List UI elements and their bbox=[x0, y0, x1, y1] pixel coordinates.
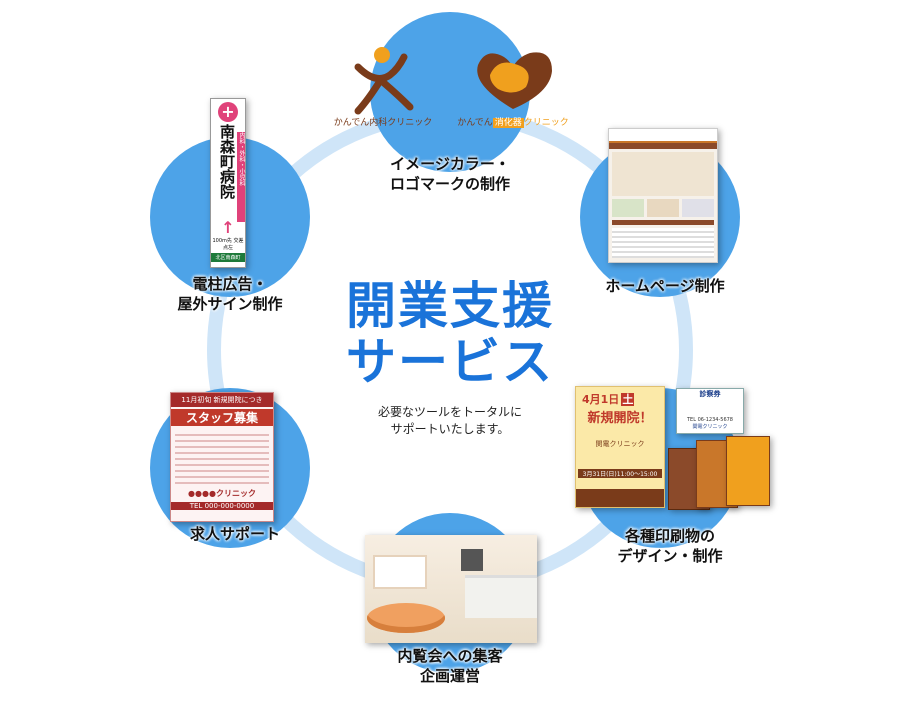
recruit-clinic: ●●●●クリニック bbox=[188, 489, 256, 498]
label-event-line2: 企画運営 bbox=[419, 667, 480, 685]
flyer-date: 4月1日 bbox=[582, 393, 620, 406]
heart-leaf-icon bbox=[477, 52, 552, 109]
card-clinic: 関電クリニック bbox=[692, 424, 728, 430]
card-title: 診察券 bbox=[699, 390, 721, 398]
label-logo-line1: イメージカラー・ bbox=[390, 155, 510, 173]
flyer-headline: 新規開院！ bbox=[587, 411, 653, 426]
waiting-room-photo bbox=[365, 535, 537, 643]
label-recruit: 求人サポート bbox=[150, 524, 320, 544]
label-sign: 電柱広告・ 屋外サイン制作 bbox=[140, 274, 320, 314]
label-logo: イメージカラー・ ロゴマークの制作 bbox=[360, 154, 540, 194]
center-subtitle: 必要なツールをトータルに サポートいたします。 bbox=[330, 404, 570, 438]
patient-card: 診察券 TEL 06-1234-5678 関電クリニック bbox=[676, 388, 744, 434]
label-print-line2: デザイン・制作 bbox=[617, 547, 723, 565]
center-title-line1: 開業支援 bbox=[346, 277, 554, 335]
recruit-header: 11月初旬 新規開院につき bbox=[171, 393, 273, 407]
flyer-clinic: 関電クリニック bbox=[595, 440, 645, 448]
label-recruit-line1: 求人サポート bbox=[189, 525, 280, 543]
sign-side: 内科・外科・小児科 bbox=[238, 132, 245, 186]
logo2-text-a: かんでん bbox=[457, 118, 493, 128]
logo1-text: かんでん内科クリニック bbox=[333, 118, 433, 128]
sign-side-band: 内科・外科・小児科 bbox=[237, 132, 245, 222]
label-web-line1: ホームページ制作 bbox=[605, 277, 725, 295]
label-web: ホームページ制作 bbox=[580, 276, 750, 296]
sign-name: 南森町病院 bbox=[218, 124, 236, 199]
center-title: 開業支援 サービス bbox=[320, 278, 580, 390]
logo-kanden-naika: かんでん内科クリニック bbox=[318, 45, 448, 130]
center-subtitle-line2: サポートいたします。 bbox=[390, 422, 510, 436]
sign-distance: 100m先 交差点左 bbox=[212, 238, 244, 251]
flyer-event: 3月31日(日)11:00〜15:00 bbox=[578, 469, 662, 478]
center-subtitle-line1: 必要なツールをトータルに bbox=[377, 405, 522, 419]
label-sign-line1: 電柱広告・ bbox=[192, 275, 268, 293]
center-title-line2: サービス bbox=[346, 333, 554, 391]
recruit-tel: TEL 000-000-0000 bbox=[171, 502, 273, 510]
label-event-line1: 内覧会への集客 bbox=[397, 647, 503, 665]
logo2-text-b: 消化器 bbox=[492, 118, 524, 128]
logo-kanden-shokaki: かんでん消化器クリニック bbox=[452, 45, 574, 130]
sign-footer: 北区南森町 bbox=[211, 253, 245, 262]
flyer-weekday: 土 bbox=[621, 393, 635, 406]
logo2-text-c: クリニック bbox=[523, 118, 569, 128]
recruit-title: スタッフ募集 bbox=[171, 409, 273, 426]
brochure-3 bbox=[726, 436, 770, 506]
label-print: 各種印刷物の デザイン・制作 bbox=[580, 526, 760, 566]
card-tel: TEL 06-1234-5678 bbox=[686, 417, 733, 423]
running-figure-icon bbox=[354, 47, 414, 115]
label-event: 内覧会への集客 企画運営 bbox=[360, 646, 540, 686]
cross-icon: + bbox=[218, 102, 238, 122]
label-print-line1: 各種印刷物の bbox=[624, 527, 715, 545]
opening-flyer: 4月1日土 新規開院！ 関電クリニック 3月31日(日)11:00〜15:00 bbox=[575, 386, 665, 508]
label-logo-line2: ロゴマークの制作 bbox=[389, 175, 510, 193]
arrow-up-icon: ↑ bbox=[221, 218, 235, 237]
recruit-flyer: 11月初旬 新規開院につき スタッフ募集 ●●●●クリニック TEL 000-0… bbox=[170, 392, 274, 522]
label-sign-line2: 屋外サイン制作 bbox=[177, 295, 283, 313]
homepage-mockup bbox=[608, 128, 718, 263]
